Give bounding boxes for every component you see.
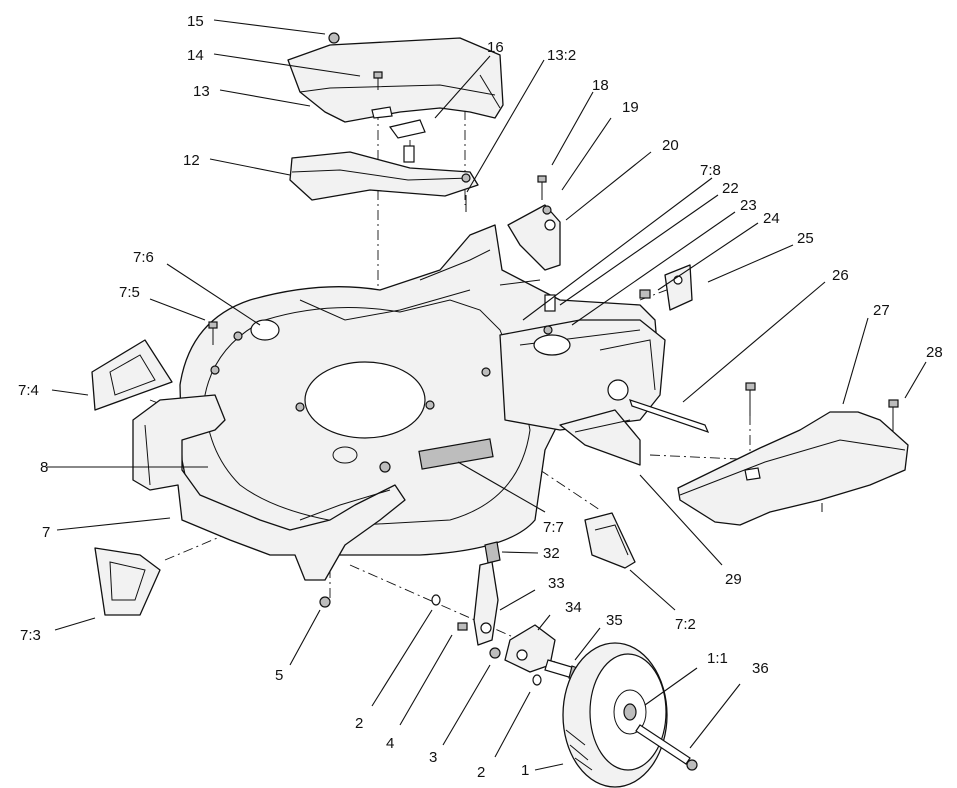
callout-13-2: 13:2 <box>547 47 576 64</box>
callout-27: 27 <box>873 302 890 319</box>
callout-3: 3 <box>429 749 437 766</box>
bolt-part-4 <box>457 622 468 631</box>
callout-33: 33 <box>548 575 565 592</box>
bolt-part-27-screw <box>745 382 756 416</box>
washer-part-2a <box>431 594 441 606</box>
callout-24: 24 <box>763 210 780 227</box>
callout-26: 26 <box>832 267 849 284</box>
knob-part-15 <box>328 32 340 44</box>
clip-part-32 <box>484 541 501 564</box>
callout-22: 22 <box>722 180 739 197</box>
callout-12: 12 <box>183 152 200 169</box>
callout-16: 16 <box>487 39 504 56</box>
height-plate-part-33 <box>473 561 499 646</box>
callout-15: 15 <box>187 13 204 30</box>
callout-8: 8 <box>40 459 48 476</box>
axle-bolt-part-36 <box>635 724 698 771</box>
screw-part-7-5 <box>208 321 218 345</box>
callout-29: 29 <box>725 571 742 588</box>
clip-part-16 <box>388 119 426 139</box>
callout-20: 20 <box>662 137 679 154</box>
callout-7-3: 7:3 <box>20 627 41 644</box>
callout-32: 32 <box>543 545 560 562</box>
callout-7-2: 7:2 <box>675 616 696 633</box>
callout-34: 34 <box>565 599 582 616</box>
washer-part-19 <box>542 205 552 215</box>
rear-bracket-part-12 <box>289 145 479 212</box>
callout-36: 36 <box>752 660 769 677</box>
callout-18: 18 <box>592 77 609 94</box>
callout-28: 28 <box>926 344 943 361</box>
spring-part-23 <box>543 325 553 335</box>
bumper-part-7 <box>132 394 406 581</box>
wheel-part-1 <box>562 642 668 788</box>
leader-lines <box>47 19 927 771</box>
callout-13: 13 <box>193 83 210 100</box>
nut-part-5 <box>319 596 331 608</box>
callout-7-7: 7:7 <box>543 519 564 536</box>
callout-7-5: 7:5 <box>119 284 140 301</box>
plate-part-7-2 <box>584 512 636 569</box>
drive-housing <box>499 319 666 431</box>
callout-5: 5 <box>275 667 283 684</box>
bracket-part-25 <box>664 264 693 311</box>
callout-25: 25 <box>797 230 814 247</box>
callout-7-4: 7:4 <box>18 382 39 399</box>
callout-7: 7 <box>42 524 50 541</box>
callout-4: 4 <box>386 735 394 752</box>
bolt-part-24 <box>639 289 651 299</box>
callout-7-8: 7:8 <box>700 162 721 179</box>
callout-1-1: 1:1 <box>707 650 728 667</box>
plate-part-7-4 <box>91 339 173 411</box>
callout-35: 35 <box>606 612 623 629</box>
washer-part-2b <box>532 674 542 686</box>
bolt-part-28 <box>888 399 899 432</box>
callout-2b: 2 <box>477 764 485 781</box>
bracket-part-20 <box>507 204 561 271</box>
callout-19: 19 <box>622 99 639 116</box>
nut-part-3 <box>489 647 501 659</box>
callout-7-6: 7:6 <box>133 249 154 266</box>
rod-part-26 <box>629 399 710 434</box>
callout-14: 14 <box>187 47 204 64</box>
callout-labels: 15 14 13 16 13:2 12 18 19 20 7:8 22 23 2… <box>18 13 943 781</box>
rear-cover-part-13 <box>287 37 504 123</box>
callout-23: 23 <box>740 197 757 214</box>
bolt-part-14 <box>373 71 383 90</box>
bolt-part-18 <box>537 175 547 200</box>
callout-2a: 2 <box>355 715 363 732</box>
rear-flap-part-29 <box>559 409 641 466</box>
plate-part-7-3 <box>94 547 161 616</box>
rear-shield-part-27 <box>677 411 909 526</box>
callout-1: 1 <box>521 762 529 779</box>
